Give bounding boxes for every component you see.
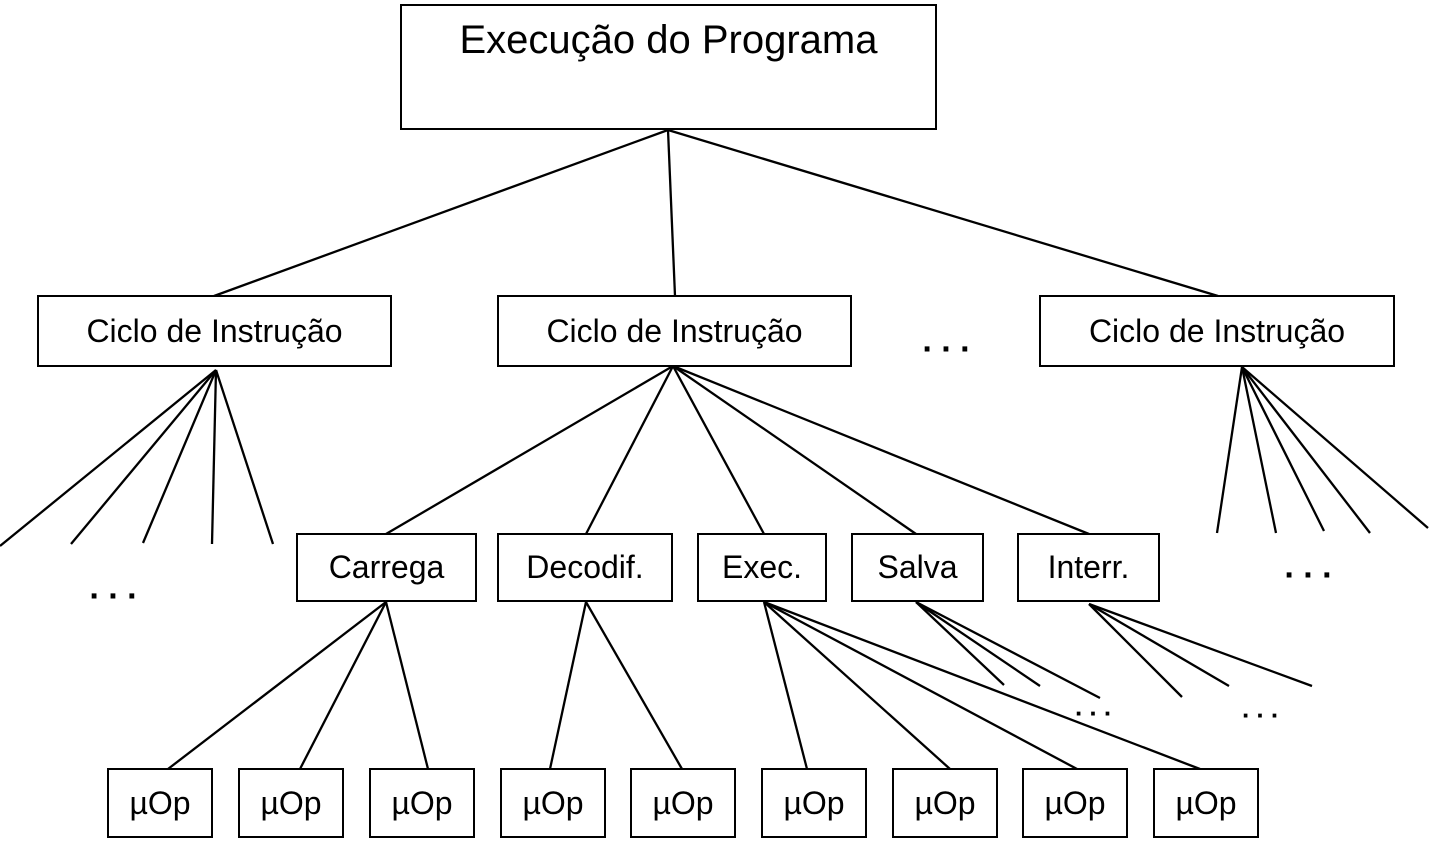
cycle-node-2: Ciclo de Instrução <box>497 295 852 367</box>
edge-exec-uop6 <box>762 601 809 770</box>
phase-node-interr: Interr. <box>1017 533 1160 602</box>
edge-salva-elided-3 <box>915 600 1101 700</box>
ellipsis-interr-subtree: . . . <box>1241 693 1279 724</box>
edge-interr-elided-1 <box>1088 603 1183 698</box>
edge-cycle1-elided-4 <box>210 369 218 545</box>
edge-cycle2-salva <box>672 365 917 535</box>
edge-cycle3-elided-3 <box>1240 366 1326 532</box>
edge-root-cycle-2 <box>666 129 677 297</box>
edge-cycle3-elided-4 <box>1241 366 1371 534</box>
uop-node-8: µOp <box>1022 768 1128 838</box>
ellipsis-right-subtree: . . . <box>1284 547 1332 586</box>
uop-node-3: µOp <box>369 768 475 838</box>
edge-cycle3-elided-2 <box>1240 366 1278 534</box>
edge-cycle1-elided-5 <box>214 369 275 545</box>
edge-exec-uop9 <box>763 600 1201 771</box>
edge-interr-elided-3 <box>1088 602 1313 688</box>
edge-carrega-uop1 <box>167 601 387 770</box>
edge-cycle1-elided-1 <box>0 369 217 547</box>
edge-carrega-uop2 <box>298 601 388 770</box>
ellipsis-between-cycles: . . . <box>922 321 970 360</box>
edge-cycle2-interr <box>672 364 1090 536</box>
uop-node-7: µOp <box>892 768 998 838</box>
edge-cycle1-elided-2 <box>70 369 217 545</box>
ellipsis-salva-subtree: . . . <box>1074 691 1112 722</box>
edge-salva-elided-2 <box>915 601 1041 687</box>
uop-node-6: µOp <box>761 768 867 838</box>
edge-exec-uop8 <box>763 600 1078 771</box>
edge-cycle2-exec <box>671 365 766 535</box>
uop-node-4: µOp <box>500 768 606 838</box>
edge-cycle2-carrega <box>385 365 674 535</box>
cycle-node-1: Ciclo de Instrução <box>37 295 392 367</box>
edge-decodif-uop5 <box>585 601 683 770</box>
ellipsis-left-subtree: . . . <box>89 568 137 607</box>
cycle-node-3: Ciclo de Instrução <box>1039 295 1395 367</box>
edge-root-cycle-1 <box>213 128 669 298</box>
edge-cycle3-elided-1 <box>1215 366 1244 534</box>
phase-node-salva: Salva <box>851 533 984 602</box>
edge-salva-elided-1 <box>915 601 1005 686</box>
edge-interr-elided-2 <box>1088 603 1230 687</box>
edge-cycle3-elided-5 <box>1241 366 1429 529</box>
edge-exec-uop7 <box>763 601 951 770</box>
uop-node-1: µOp <box>107 768 213 838</box>
uop-node-5: µOp <box>630 768 736 838</box>
phase-node-carrega: Carrega <box>296 533 477 602</box>
edge-decodif-uop4 <box>548 601 588 770</box>
edge-cycle1-elided-3 <box>141 369 218 544</box>
uop-node-9: µOp <box>1153 768 1259 838</box>
uop-node-2: µOp <box>238 768 344 838</box>
root-node-program-execution: Execução do Programa <box>400 4 937 130</box>
edge-carrega-uop3 <box>384 601 430 770</box>
edge-cycle2-decodif <box>584 365 675 535</box>
phase-node-decodif: Decodif. <box>497 533 673 602</box>
phase-node-exec: Exec. <box>697 533 827 602</box>
edge-root-cycle-3 <box>667 128 1219 298</box>
